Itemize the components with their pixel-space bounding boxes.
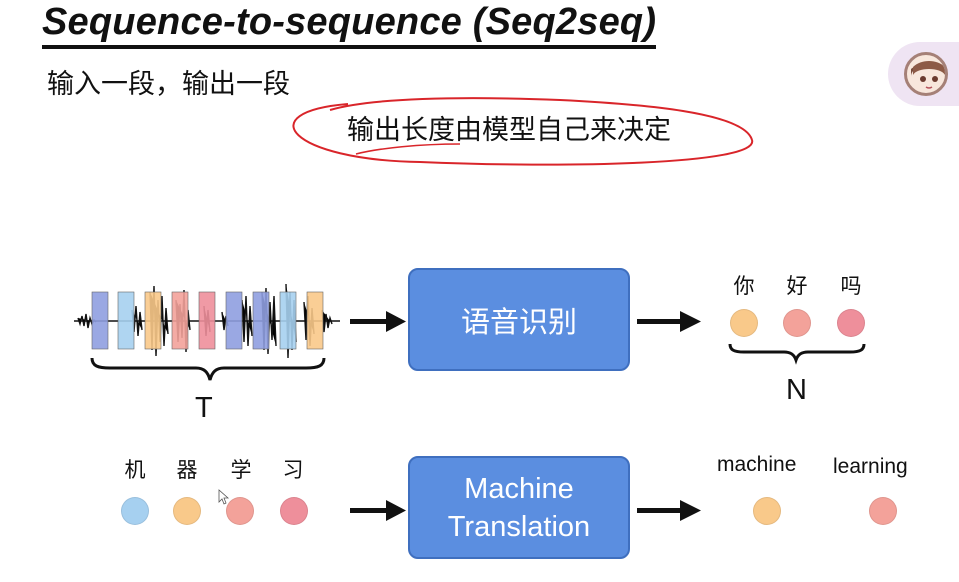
- input-char: 机: [124, 458, 146, 482]
- arrow-icon: [350, 500, 406, 521]
- arrow-icon: [637, 311, 701, 332]
- audio-frame: [225, 291, 243, 350]
- output-length-label: N: [786, 374, 807, 406]
- audio-frame: [198, 291, 216, 350]
- page-title: Sequence-to-sequence (Seq2seq): [42, 0, 657, 49]
- output-word: learning: [833, 455, 908, 478]
- presenter-avatar: [888, 42, 959, 106]
- audio-frame: [252, 291, 270, 350]
- mouse-cursor-icon: [218, 489, 230, 505]
- output-token-dot: [753, 497, 781, 525]
- output-length-note: 输出长度由模型自己来决定: [347, 115, 671, 146]
- audio-frame: [144, 291, 162, 350]
- machine-translation-label-line1: Machine: [464, 472, 574, 505]
- audio-frame: [279, 291, 297, 350]
- audio-frames: [91, 291, 324, 350]
- output-token-dot: [837, 309, 865, 337]
- input-char: 器: [176, 458, 198, 482]
- input-token-dot: [280, 497, 308, 525]
- audio-frame: [117, 291, 135, 350]
- anime-girl-icon: [904, 52, 948, 96]
- audio-frame: [171, 291, 189, 350]
- output-token-dot: [783, 309, 811, 337]
- red-underline-stroke: [355, 143, 461, 155]
- machine-translation-label-line2: Translation: [447, 510, 591, 543]
- input-char: 学: [230, 458, 252, 482]
- arrow-icon: [637, 500, 701, 521]
- audio-frame: [91, 291, 109, 350]
- output-char: 你: [733, 274, 755, 298]
- output-word: machine: [717, 453, 797, 476]
- output-token-dot: [869, 497, 897, 525]
- red-ellipse-annotation: [292, 97, 754, 166]
- input-length-label: T: [195, 392, 213, 424]
- output-brace: [728, 343, 866, 365]
- input-token-dot: [173, 497, 201, 525]
- input-brace: [90, 357, 326, 381]
- audio-frame: [306, 291, 324, 350]
- arrow-icon: [350, 311, 406, 332]
- output-token-dot: [730, 309, 758, 337]
- speech-recognition-label: 语音识别: [460, 304, 577, 339]
- subtitle: 输入一段，输出一段: [47, 69, 290, 100]
- input-token-dot: [121, 497, 149, 525]
- input-char: 习: [282, 458, 304, 482]
- speech-recognition-box: 语音识别: [408, 268, 630, 371]
- input-token-dot: [226, 497, 254, 525]
- output-char: 好: [786, 274, 808, 298]
- output-char: 吗: [840, 274, 862, 298]
- machine-translation-box: Machine Translation: [408, 456, 630, 559]
